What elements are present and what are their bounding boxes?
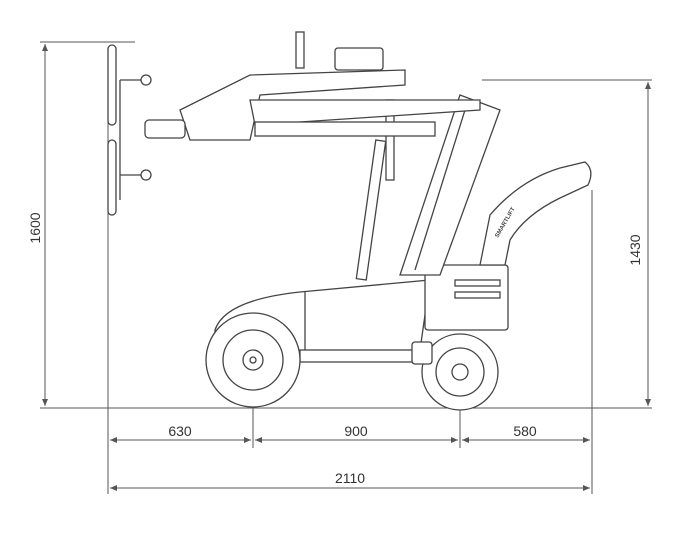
wheelbase-label: 900 [344, 423, 368, 439]
total-length-label: 2110 [335, 470, 365, 486]
rear-overhang-label: 580 [513, 423, 537, 439]
total-height-label: 1600 [27, 212, 43, 243]
rear-wheel [421, 333, 499, 411]
front-overhang-label: 630 [168, 423, 192, 439]
glass-lifter-machine: SMARTLIFT [107, 31, 592, 411]
rear-height-label: 1430 [627, 234, 643, 265]
front-wheel [205, 312, 301, 408]
dimension-lines [40, 41, 652, 494]
